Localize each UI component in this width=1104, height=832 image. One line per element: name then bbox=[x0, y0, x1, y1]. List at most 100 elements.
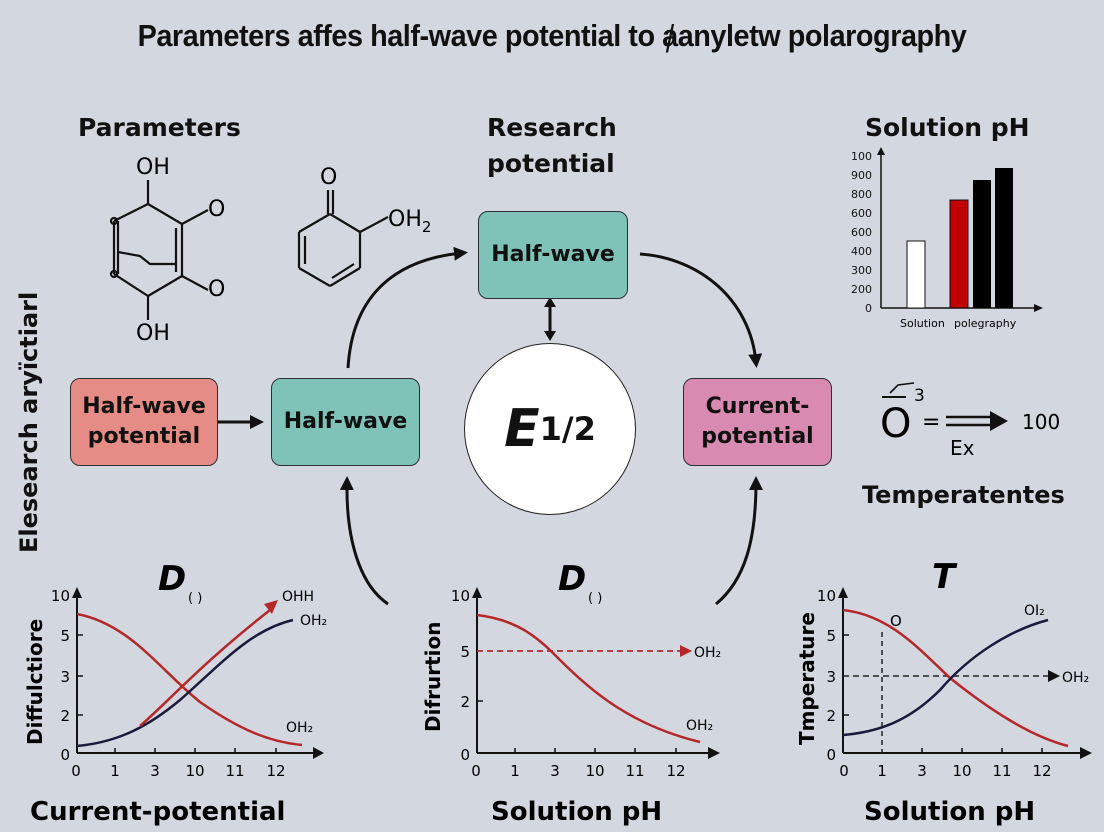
chart2-title: D bbox=[558, 560, 586, 599]
half-wave-top-box: Half-wave bbox=[478, 211, 628, 299]
chart2-y-ticks: 10 5 2 0 bbox=[451, 587, 470, 764]
chart2-label-oh2-curve: OH₂ bbox=[686, 718, 713, 734]
diffusion-ph-chart: D ( ) Difrurtion 10 5 2 0 0 1 3 10 11 12… bbox=[421, 560, 721, 827]
half-wave-mid-box: Half-wave bbox=[271, 378, 420, 466]
eq-symbol: O bbox=[880, 401, 911, 447]
equation-graphic: O 3 = 100 Ex bbox=[880, 382, 1060, 460]
svg-text:12: 12 bbox=[666, 762, 685, 780]
chart2-ylabel: Difrurtion bbox=[421, 621, 445, 732]
mol-right-oh: OH2 bbox=[388, 207, 431, 236]
temperature-ph-chart: T Tmperature 10 5 3 2 0 0 1 3 10 11 12 O… bbox=[795, 560, 1092, 827]
svg-text:5: 5 bbox=[60, 627, 70, 645]
chart2-x-ticks: 0 1 3 10 11 12 bbox=[471, 762, 685, 780]
chart3-ylabel: Tmperature bbox=[795, 612, 819, 745]
svg-text:10: 10 bbox=[185, 762, 204, 780]
chart1-y-ticks: 10 5 3 2 0 bbox=[51, 587, 70, 764]
e-symbol: E bbox=[504, 399, 540, 459]
eq-superscript: 3 bbox=[914, 386, 925, 406]
chart2-title-sub: ( ) bbox=[588, 591, 602, 606]
svg-text:800: 800 bbox=[851, 188, 872, 201]
diffusion-current-chart: D ( ) Diffulctiore 10 5 3 2 0 0 1 3 10 1… bbox=[23, 560, 327, 827]
diagram-title: Parameters affes half-wave potential to … bbox=[137, 18, 967, 53]
svg-text:5: 5 bbox=[826, 627, 836, 645]
svg-text:2: 2 bbox=[460, 693, 470, 711]
svg-text:3: 3 bbox=[150, 762, 160, 780]
research-heading-line1: Research bbox=[487, 113, 617, 142]
arrow-mid-to-top bbox=[346, 246, 468, 369]
chart3-label-oi2: OI₂ bbox=[1024, 603, 1045, 619]
svg-text:3: 3 bbox=[826, 668, 836, 686]
box-top-label: Half-wave bbox=[491, 242, 615, 267]
svg-text:2: 2 bbox=[60, 707, 70, 725]
box-left-line2: potential bbox=[87, 424, 201, 449]
parameters-heading: Parameters bbox=[78, 113, 241, 142]
arrow-bottom-to-right bbox=[715, 476, 763, 606]
e-subscript: 1/2 bbox=[539, 410, 596, 448]
svg-text:3: 3 bbox=[60, 668, 70, 686]
arrow-bottom-to-mid bbox=[339, 476, 389, 606]
molecule-right bbox=[297, 190, 389, 287]
bar-xlabel-polegraphy: polegraphy bbox=[954, 317, 1017, 330]
current-potential-box: Current-potential bbox=[683, 378, 832, 466]
eq-value: 100 bbox=[1022, 410, 1060, 434]
svg-text:12: 12 bbox=[1032, 762, 1051, 780]
box-mid-label: Half-wave bbox=[283, 409, 408, 434]
chart3-label-o: O bbox=[890, 612, 902, 630]
mol-left-o-top: O bbox=[208, 197, 225, 222]
svg-text:0: 0 bbox=[60, 746, 70, 764]
chart1-title: D bbox=[158, 560, 186, 599]
bar-xlabel-solution: Solution bbox=[900, 317, 945, 330]
svg-text:10: 10 bbox=[451, 587, 470, 605]
bar-black-1 bbox=[973, 180, 991, 308]
chart1-label-oh2-top: OH₂ bbox=[300, 613, 327, 629]
svg-text:900: 900 bbox=[851, 169, 872, 182]
svg-text:2: 2 bbox=[826, 707, 836, 725]
chart3-xlabel: Solution pH bbox=[864, 797, 1035, 827]
svg-text:11: 11 bbox=[992, 762, 1011, 780]
box-left-line1: Half-wave bbox=[82, 394, 206, 419]
svg-text:5: 5 bbox=[460, 643, 470, 661]
solution-ph-bar-chart: 100 900 800 600 600 400 300 200 0 Soluti… bbox=[851, 147, 1043, 330]
half-wave-potential-box: Half-wave potential bbox=[70, 378, 218, 466]
svg-text:12: 12 bbox=[266, 762, 285, 780]
svg-text:200: 200 bbox=[851, 283, 872, 296]
svg-text:0: 0 bbox=[460, 746, 470, 764]
svg-text:1: 1 bbox=[110, 762, 120, 780]
svg-text:3: 3 bbox=[550, 762, 560, 780]
solution-ph-heading: Solution pH bbox=[865, 113, 1030, 142]
svg-text:0: 0 bbox=[826, 746, 836, 764]
chart2-label-oh2-ref: OH₂ bbox=[694, 645, 721, 661]
temperature-heading: Temperatentes bbox=[862, 481, 1065, 509]
chart1-x-ticks: 0 1 3 10 11 12 bbox=[71, 762, 285, 780]
eq-below: Ex bbox=[950, 436, 975, 460]
svg-text:3: 3 bbox=[917, 762, 927, 780]
svg-text:1: 1 bbox=[510, 762, 520, 780]
mol-right-o: O bbox=[320, 165, 337, 190]
mol-left-o-bottom: O bbox=[208, 277, 225, 302]
svg-text:0: 0 bbox=[865, 302, 872, 315]
chart3-x-ticks: 0 1 3 10 11 12 bbox=[839, 762, 1051, 780]
arrow-top-to-right bbox=[639, 252, 763, 368]
svg-text:11: 11 bbox=[625, 762, 644, 780]
svg-text:400: 400 bbox=[851, 245, 872, 258]
svg-text:10: 10 bbox=[817, 587, 836, 605]
chart1-label-oh2-bottom: OH₂ bbox=[286, 720, 313, 736]
chart3-title: T bbox=[932, 560, 958, 597]
molecule-structures: OH O O OH O OH2 bbox=[109, 155, 431, 346]
molecule-left bbox=[109, 180, 209, 320]
bar-y-ticks: 100 900 800 600 600 400 300 200 0 bbox=[851, 150, 872, 315]
bar-white bbox=[906, 240, 926, 309]
eq-equals: = bbox=[922, 410, 940, 435]
svg-text:11: 11 bbox=[225, 762, 244, 780]
svg-text:10: 10 bbox=[51, 587, 70, 605]
svg-text:0: 0 bbox=[471, 762, 481, 780]
svg-text:100: 100 bbox=[851, 150, 872, 163]
chart1-label-ohh: OHH bbox=[282, 589, 314, 605]
svg-text:10: 10 bbox=[585, 762, 604, 780]
svg-text:300: 300 bbox=[851, 264, 872, 277]
chart3-y-ticks: 10 5 3 2 0 bbox=[817, 587, 836, 764]
mol-left-oh-bottom: OH bbox=[136, 321, 170, 346]
svg-text:600: 600 bbox=[851, 207, 872, 220]
